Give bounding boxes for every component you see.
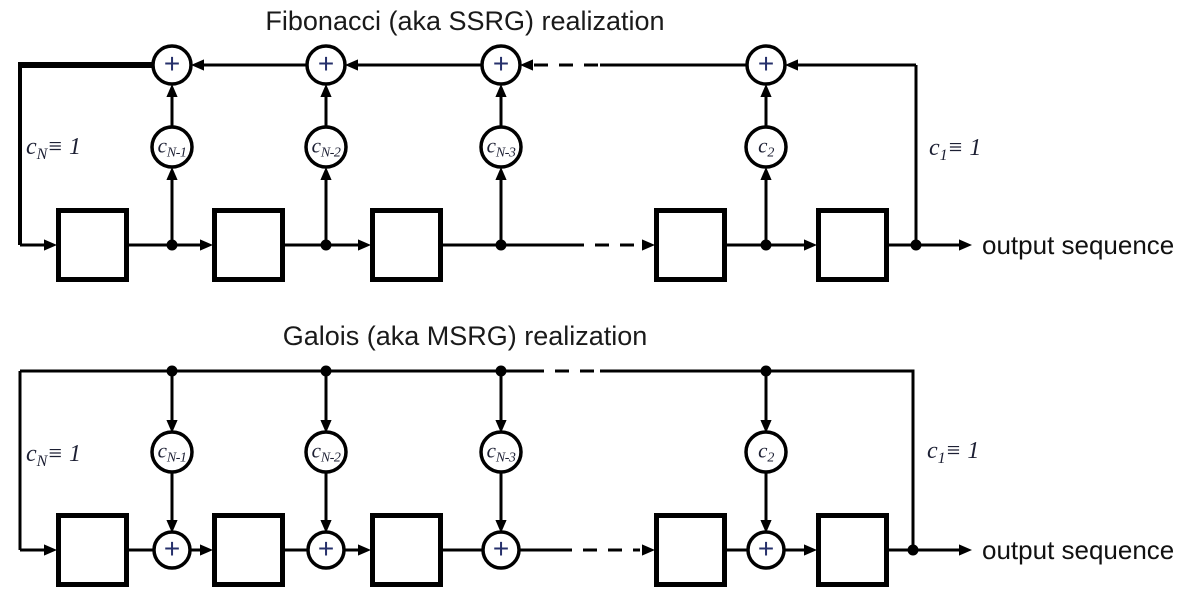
coeff-node	[744, 430, 788, 474]
tap-arrowhead	[320, 420, 332, 433]
tap-junction-dot	[495, 365, 507, 377]
xor-node	[305, 44, 347, 86]
xor-node	[745, 44, 787, 86]
tap-arrowhead	[760, 84, 772, 97]
tap-junction-dot	[760, 365, 772, 377]
output-junction-dot	[910, 239, 922, 251]
tap-arrowhead	[320, 84, 332, 97]
output-arrowhead	[959, 239, 972, 251]
coeff-node	[479, 125, 523, 169]
register-box	[816, 208, 889, 282]
register-entry-arrowhead	[44, 239, 57, 251]
tap-arrowhead	[320, 167, 332, 180]
register-arrowhead	[642, 239, 655, 251]
coeff-node	[304, 430, 348, 474]
tap-junction-dot	[166, 365, 178, 377]
xor-node	[480, 44, 522, 86]
tap-arrowhead	[495, 84, 507, 97]
output-arrowhead	[959, 544, 972, 556]
output-junction-dot	[907, 544, 919, 556]
tap-arrowhead	[166, 84, 178, 97]
tap-arrowhead	[495, 420, 507, 433]
register-box	[56, 208, 129, 282]
xor-chain-arrowhead	[785, 59, 798, 71]
tap-arrowhead	[166, 420, 178, 433]
tap-arrowhead	[495, 167, 507, 180]
xor-node	[151, 44, 193, 86]
coeff-node	[150, 125, 194, 169]
tap-arrowhead	[760, 420, 772, 433]
register-arrowhead	[200, 544, 213, 556]
register-arrowhead	[358, 239, 371, 251]
register-box	[56, 513, 129, 587]
register-box	[212, 513, 285, 587]
register-box	[212, 208, 285, 282]
junction-dot	[495, 239, 507, 251]
tap-arrowhead	[166, 167, 178, 180]
register-box	[816, 513, 889, 587]
register-arrowhead	[200, 239, 213, 251]
tap-arrowhead	[166, 520, 178, 533]
register-arrowhead	[358, 544, 371, 556]
coeff-node	[479, 430, 523, 474]
xor-node	[481, 530, 521, 570]
register-entry-arrowhead	[44, 544, 57, 556]
xor-chain-arrowhead	[345, 59, 358, 71]
register-box	[370, 208, 443, 282]
register-box	[370, 513, 443, 587]
register-box	[654, 513, 727, 587]
xor-node	[306, 530, 346, 570]
tap-arrowhead	[760, 520, 772, 533]
coeff-node	[744, 125, 788, 169]
register-arrowhead	[804, 544, 817, 556]
register-box	[654, 208, 727, 282]
junction-dot	[320, 239, 332, 251]
tap-arrowhead	[760, 167, 772, 180]
junction-dot	[166, 239, 178, 251]
xor-chain-arrowhead	[191, 59, 204, 71]
tap-arrowhead	[495, 520, 507, 533]
tap-arrowhead	[320, 520, 332, 533]
xor-chain-arrowhead	[520, 59, 533, 71]
register-arrowhead	[804, 239, 817, 251]
coeff-node	[150, 430, 194, 474]
junction-dot	[760, 239, 772, 251]
tap-junction-dot	[320, 365, 332, 377]
xor-node	[746, 530, 786, 570]
xor-node	[152, 530, 192, 570]
coeff-node	[304, 125, 348, 169]
register-arrowhead	[642, 544, 655, 556]
